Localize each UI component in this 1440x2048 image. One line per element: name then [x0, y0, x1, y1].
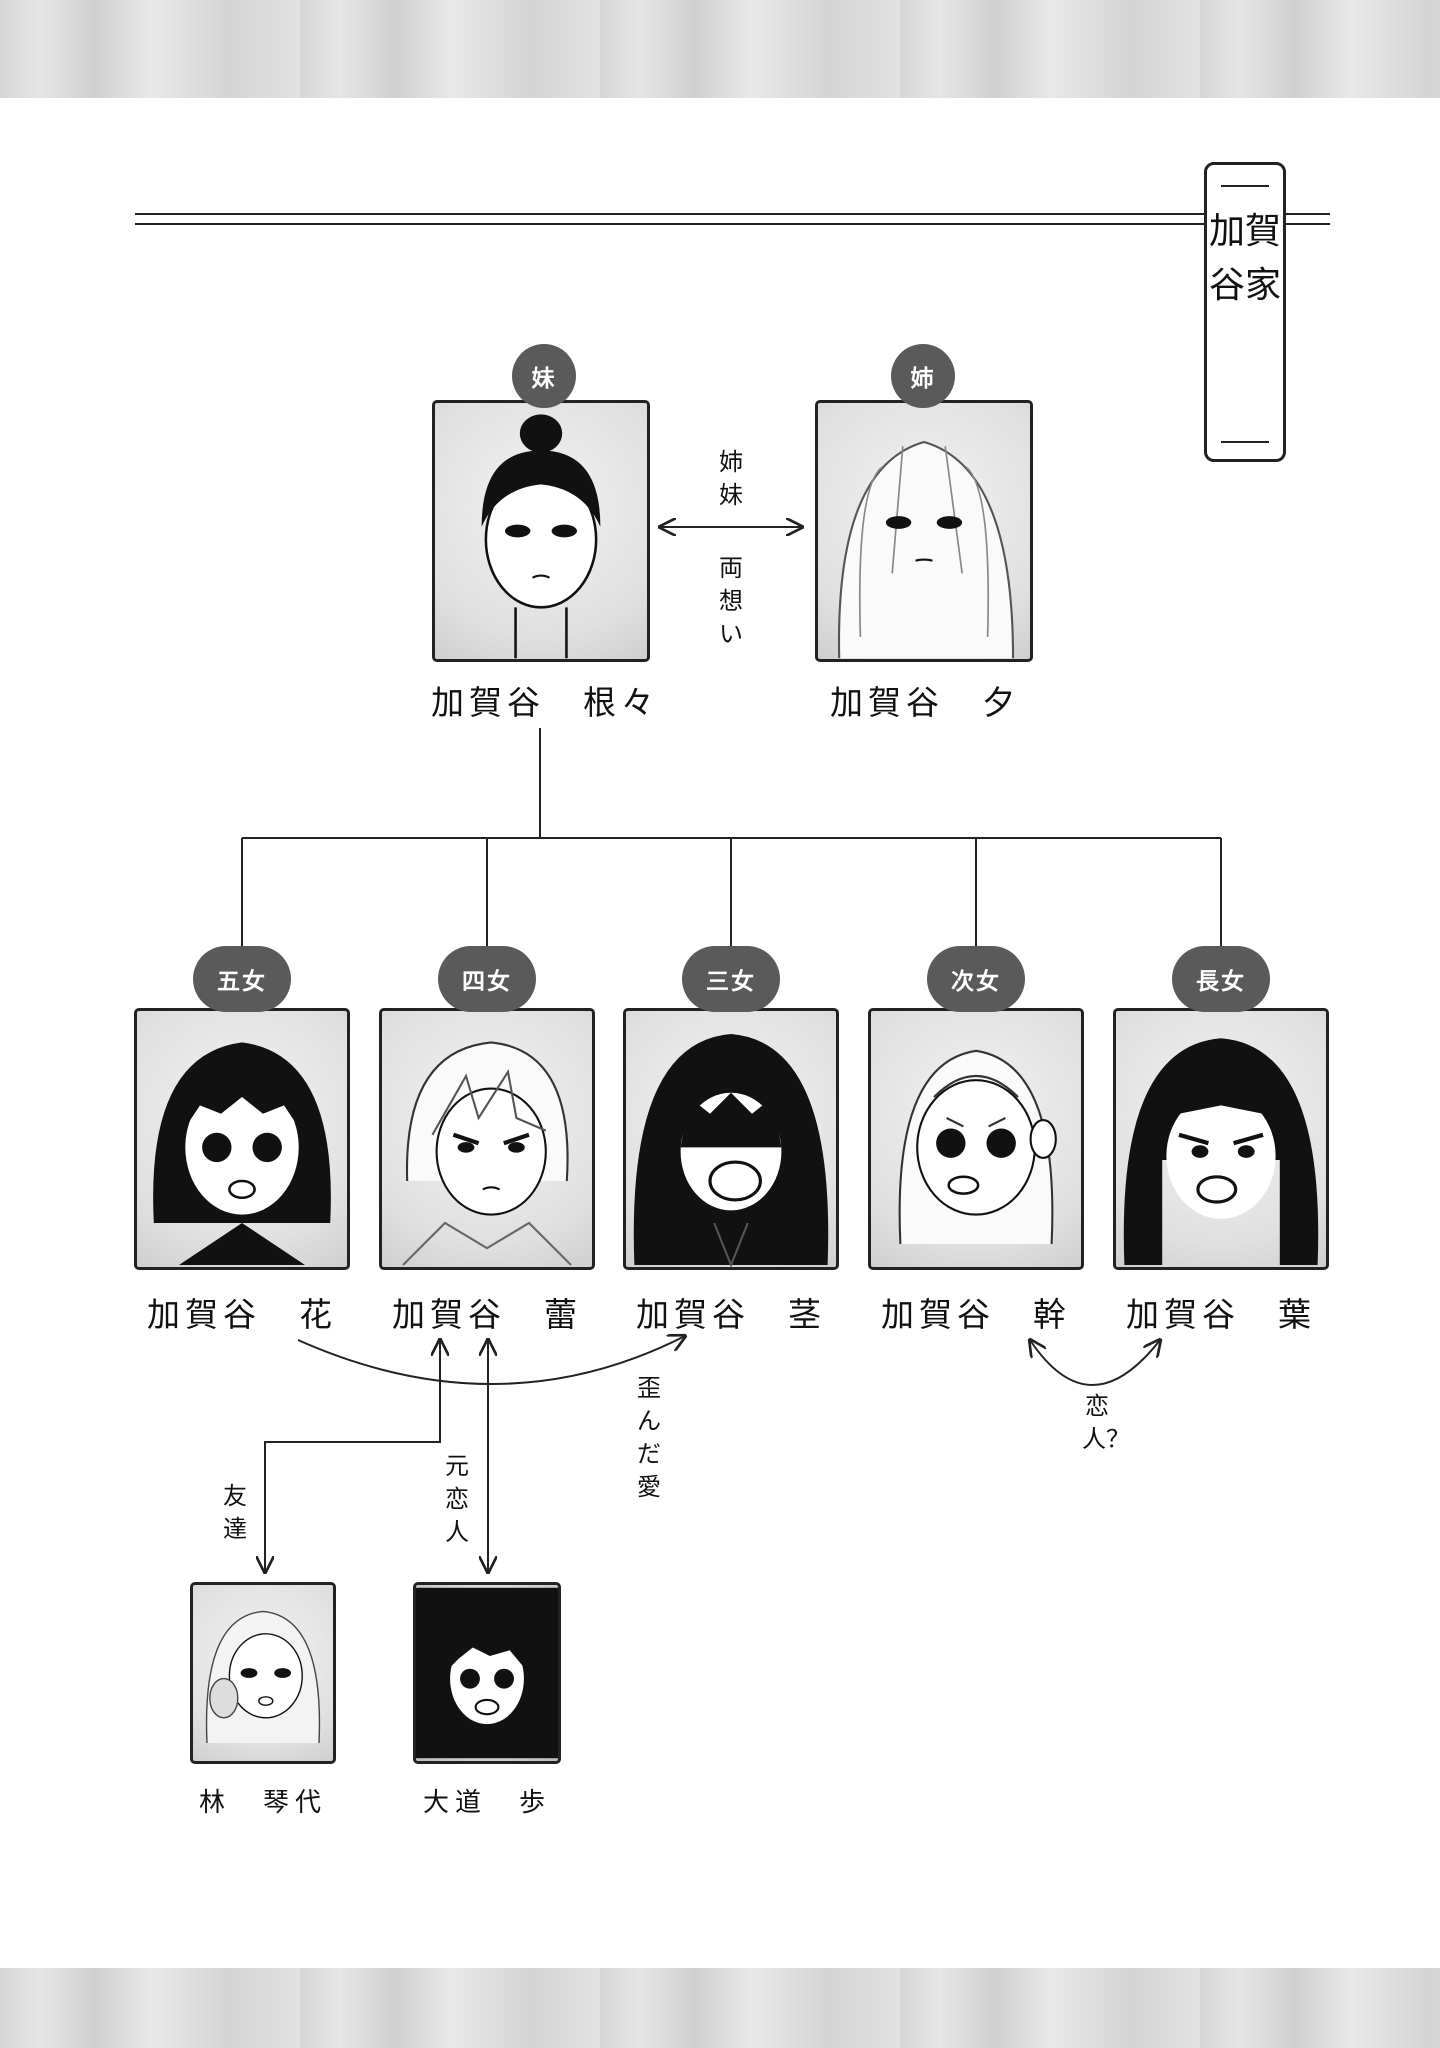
portrait-ayumi: [413, 1582, 561, 1764]
name-hana: 加賀谷 花: [147, 1295, 337, 1334]
portrait-tsubomi: [379, 1008, 595, 1270]
role-badge-kuki: 三女: [682, 946, 780, 1012]
yuu-face-icon: [837, 440, 1015, 659]
role-badge-hana: 五女: [193, 946, 291, 1012]
name-you: 加賀谷 葉: [1126, 1295, 1316, 1334]
tsubomi-face-icon: [402, 1041, 572, 1266]
wood-background-top: [0, 0, 1440, 98]
nene-face-icon: [481, 414, 601, 659]
ayumi-face-icon: [416, 1587, 558, 1759]
family-title: 加賀谷家: [1208, 211, 1281, 306]
friends-arrow: [265, 1340, 440, 1572]
name-tsubomi: 加賀谷 蕾: [392, 1295, 582, 1334]
wood-background-bottom: [0, 1968, 1440, 2048]
portrait-kotoyo: [190, 1582, 336, 1764]
portrait-miki: [868, 1008, 1084, 1270]
role-badge-tsubomi: 四女: [438, 946, 536, 1012]
lovers-maybe-label: 恋人？: [1082, 1392, 1130, 1453]
portrait-kuki: [623, 1008, 839, 1270]
hana-face-icon: [153, 1042, 331, 1265]
name-kuki: 加賀谷 茎: [636, 1295, 826, 1334]
title-rule-top: [1221, 185, 1269, 187]
friends-label: 友達: [223, 1482, 247, 1543]
kotoyo-face-icon: [205, 1610, 321, 1744]
lovers-arrow: [1030, 1340, 1160, 1386]
twisted-love-label: 歪んだ愛: [637, 1374, 661, 1501]
role-badge-miki: 次女: [927, 946, 1025, 1012]
name-nene: 加賀谷 根々: [431, 683, 659, 722]
name-miki: 加賀谷 幹: [881, 1295, 1071, 1334]
you-face-icon: [1123, 1038, 1319, 1265]
portrait-nene: [432, 400, 650, 662]
role-badge-you: 長女: [1172, 946, 1270, 1012]
title-rule-bottom: [1221, 441, 1269, 443]
ex-lovers-label: 元恋人: [445, 1452, 469, 1546]
role-badge-nene: 妹: [512, 344, 576, 408]
sisters-label: 姉妹: [719, 448, 743, 509]
portrait-you: [1113, 1008, 1329, 1270]
mutual-love-label: 両想い: [719, 554, 743, 648]
name-kotoyo: 林 琴代: [198, 1788, 327, 1818]
portrait-yuu: [815, 400, 1033, 662]
name-yuu: 加賀谷 夕: [830, 683, 1020, 722]
name-ayumi: 大道 歩: [422, 1788, 551, 1818]
family-title-box: 加賀谷家: [1204, 162, 1286, 462]
miki-face-icon: [898, 1049, 1057, 1245]
twisted-love-arrow: [297, 1336, 685, 1385]
kuki-face-icon: [633, 1034, 829, 1267]
role-badge-yuu: 姉: [891, 344, 955, 408]
portrait-hana: [134, 1008, 350, 1270]
